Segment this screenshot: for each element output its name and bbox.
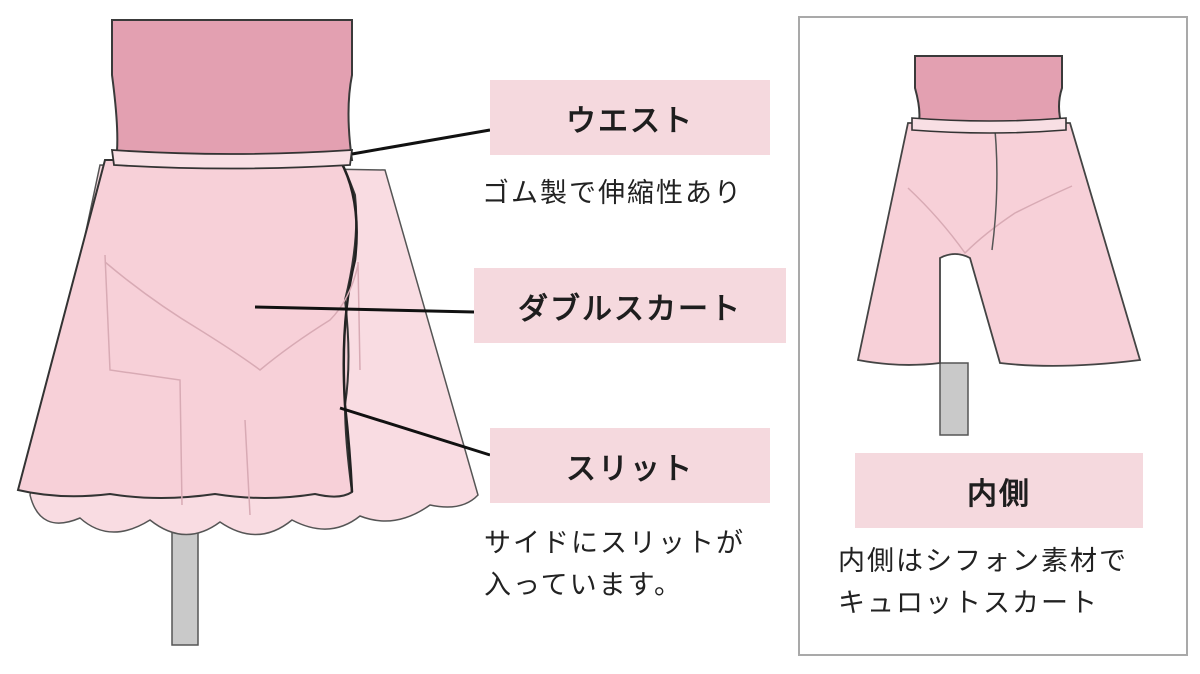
desc-slit-line2: 入っています。 bbox=[484, 570, 683, 601]
inner-culotte-illustration bbox=[856, 55, 1142, 436]
desc-inner-line1: 内側はシフォン素材で bbox=[838, 546, 1128, 577]
mannequin-stand-inner bbox=[939, 362, 969, 436]
label-double-skirt-text: ダブルスカート bbox=[518, 291, 742, 327]
label-double-skirt: ダブルスカート bbox=[474, 268, 786, 343]
skirt-illustration bbox=[16, 19, 491, 646]
label-slit-text: スリット bbox=[566, 451, 694, 487]
culotte-brief-faint bbox=[907, 185, 1073, 255]
desc-waist: ゴム製で伸縮性あり bbox=[482, 178, 743, 209]
desc-inner-line2: キュロットスカート bbox=[838, 588, 1099, 619]
desc-slit-line1: サイドにスリットが bbox=[484, 528, 745, 559]
label-inner: 内側 bbox=[855, 453, 1143, 528]
leader-line-slit bbox=[339, 406, 491, 457]
skirt-front-layer bbox=[16, 159, 358, 499]
label-inner-text: 内側 bbox=[967, 476, 1031, 512]
label-waist: ウエスト bbox=[490, 80, 770, 155]
leotard-torso bbox=[111, 19, 354, 161]
leotard-torso-inner bbox=[914, 55, 1064, 127]
inner-culotte-faint bbox=[104, 254, 361, 516]
culotte-shape bbox=[856, 122, 1142, 367]
culotte-center-seam bbox=[991, 129, 998, 251]
label-slit: スリット bbox=[490, 428, 770, 503]
waistband-inner bbox=[911, 117, 1067, 134]
inset-frame bbox=[798, 16, 1188, 656]
inner-brief-faint bbox=[104, 261, 359, 371]
mannequin-stand bbox=[171, 519, 199, 646]
waistband bbox=[110, 149, 354, 170]
leader-line-waist bbox=[351, 128, 491, 156]
wrap-overlap-edge bbox=[338, 159, 358, 493]
leader-line-double-skirt bbox=[254, 305, 475, 314]
label-waist-text: ウエスト bbox=[566, 103, 694, 139]
